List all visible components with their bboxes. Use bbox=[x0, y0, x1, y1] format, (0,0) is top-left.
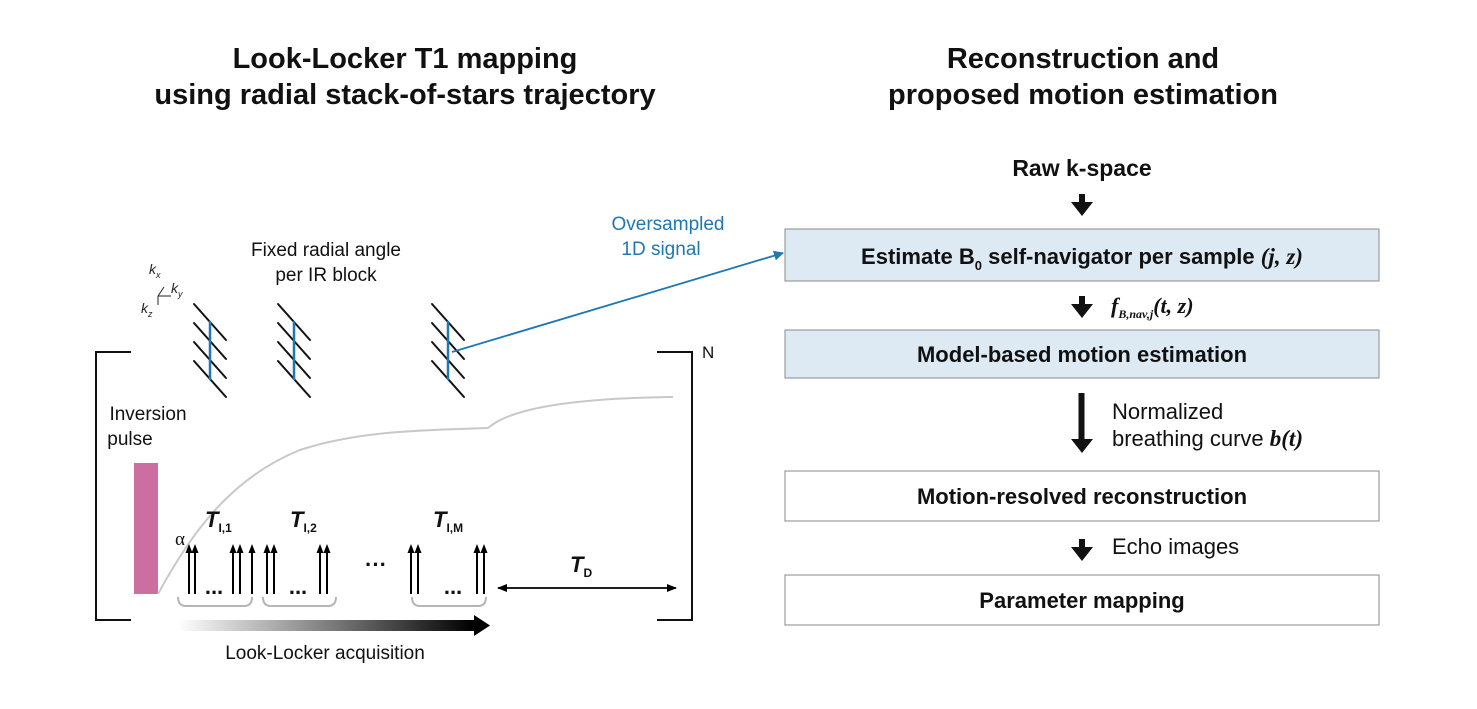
rf-pulse-arrow bbox=[473, 544, 481, 594]
echo-images-label: Echo images bbox=[1112, 534, 1239, 559]
ky-label: ky bbox=[171, 280, 183, 299]
block-ellipsis: ··· bbox=[365, 552, 387, 577]
down-arrow-1 bbox=[1071, 194, 1093, 216]
rf-pulse-arrow bbox=[407, 544, 415, 594]
down-arrow-3 bbox=[1071, 393, 1093, 453]
left-title-line2: using radial stack-of-stars trajectory bbox=[154, 79, 655, 111]
kspace-axes-icon bbox=[157, 286, 171, 305]
rf-pulse-arrow bbox=[229, 544, 237, 594]
right-title-line2: proposed motion estimation bbox=[888, 79, 1278, 111]
flip-angle-label: α bbox=[175, 529, 185, 550]
motion-resolved-recon-label: Motion-resolved reconstruction bbox=[917, 484, 1247, 509]
pulse-dots-3: ... bbox=[444, 574, 462, 599]
flow-arrows bbox=[1071, 194, 1093, 561]
oversampled-signal-arrow bbox=[451, 250, 784, 353]
breathing-curve-line2: breathing curve b(t) bbox=[1112, 426, 1303, 451]
rf-pulse-arrow bbox=[316, 544, 324, 594]
pulse-dots-2: ... bbox=[289, 574, 307, 599]
rf-pulse-arrow bbox=[263, 544, 271, 594]
radial-caption-line2: per IR block bbox=[275, 265, 377, 286]
motion-resolved-recon-box bbox=[784, 470, 1380, 522]
rf-pulse-arrow bbox=[248, 544, 256, 594]
radial-caption-line1: Fixed radial angle bbox=[251, 240, 401, 261]
rf-pulse-arrow bbox=[323, 544, 331, 594]
motion-estimation-label: Model-based motion estimation bbox=[917, 342, 1247, 367]
pulse-dots-1: ... bbox=[205, 574, 223, 599]
rf-pulse-arrow bbox=[236, 544, 244, 594]
kx-label: kx bbox=[149, 261, 161, 280]
navigator-signal-label: fB,nav,j(t, z) bbox=[1111, 293, 1194, 321]
acquisition-label: Look-Locker acquisition bbox=[225, 643, 425, 664]
radial-stack-1 bbox=[193, 303, 227, 398]
rf-pulse-arrow bbox=[414, 544, 422, 594]
readout-underbraces bbox=[177, 596, 487, 607]
ti2-label: TI,2 bbox=[290, 507, 317, 535]
rf-pulse-arrow bbox=[480, 544, 488, 594]
down-arrow-2 bbox=[1071, 296, 1093, 318]
oversampled-line1: Oversampled bbox=[612, 214, 725, 235]
rf-pulse-arrow bbox=[191, 544, 199, 594]
parameter-mapping-box bbox=[784, 574, 1380, 626]
recovery-curve bbox=[157, 396, 674, 595]
ir-block-left-bracket bbox=[95, 351, 131, 621]
inversion-pulse-bar bbox=[134, 463, 158, 594]
rf-pulse-arrow bbox=[270, 544, 278, 594]
ti1-label: TI,1 bbox=[205, 507, 232, 535]
td-label: TD bbox=[570, 552, 592, 580]
breathing-curve-line1: Normalized bbox=[1112, 399, 1223, 424]
raw-kspace-label: Raw k-space bbox=[1012, 155, 1151, 181]
navigator-estimation-box bbox=[784, 228, 1380, 282]
kz-label: kz bbox=[141, 300, 153, 319]
motion-estimation-box bbox=[784, 329, 1380, 379]
inversion-line1: Inversion bbox=[109, 404, 186, 425]
down-arrow-4 bbox=[1071, 539, 1093, 561]
radial-stack-2 bbox=[277, 303, 311, 398]
parameter-mapping-label: Parameter mapping bbox=[979, 588, 1184, 613]
radial-stack-3 bbox=[431, 303, 465, 398]
rf-pulse-arrow bbox=[185, 544, 193, 594]
right-title-line1: Reconstruction and bbox=[947, 43, 1219, 75]
rf-pulse-train bbox=[185, 544, 488, 594]
left-title-line1: Look-Locker T1 mapping bbox=[233, 43, 578, 75]
ir-block-right-bracket bbox=[657, 351, 693, 621]
oversampled-line2: 1D signal bbox=[621, 239, 700, 260]
navigator-estimation-label: Estimate B0 self-navigator per sample (j… bbox=[861, 244, 1303, 273]
look-locker-gradient-arrow bbox=[178, 615, 490, 636]
repeat-count-label: N bbox=[702, 343, 714, 362]
tim-label: TI,M bbox=[433, 507, 463, 535]
inversion-line2: pulse bbox=[107, 429, 152, 450]
